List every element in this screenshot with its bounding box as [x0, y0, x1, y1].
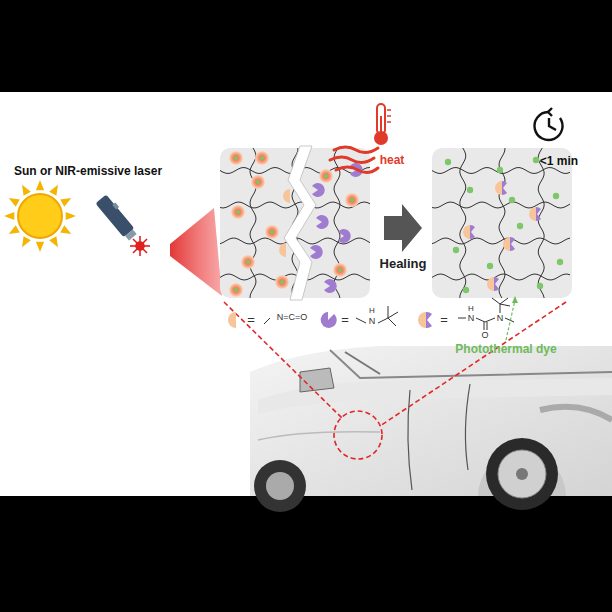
- healing-arrow: [384, 204, 422, 252]
- atom-label: H: [468, 305, 474, 314]
- polymer-chains: [432, 148, 570, 298]
- thermometer-icon: [374, 104, 391, 145]
- bottom-bar: [0, 496, 612, 612]
- sun-icon: [4, 180, 76, 252]
- atom-label: N: [369, 317, 376, 327]
- healed-bonds: [445, 157, 563, 293]
- equals-sign: =: [247, 313, 255, 327]
- top-bar: [0, 0, 612, 92]
- heat-label: heat: [380, 154, 405, 167]
- healed-network-panel: [432, 148, 572, 298]
- source-label: Sun or NIR-emissive laser: [14, 165, 162, 178]
- dye-label: Photothermal dye: [455, 343, 556, 356]
- dye-leader: [506, 296, 518, 340]
- atom-label: O: [481, 331, 488, 341]
- atom-label: H: [369, 307, 375, 316]
- equals-sign: =: [341, 313, 349, 327]
- process-label: Healing: [380, 257, 427, 271]
- atom-label: N: [468, 314, 475, 324]
- laser-pointer: [95, 193, 139, 242]
- time-label: <1 min: [540, 155, 578, 168]
- atom-label: N: [497, 314, 504, 324]
- equals-sign: =: [440, 313, 448, 327]
- car-illustration: [250, 346, 612, 512]
- photothermal-dye-dots: [229, 151, 363, 297]
- laser-beam: [170, 208, 222, 296]
- laser-burst: [130, 236, 150, 256]
- isocyanate-formula: N=C=O: [277, 313, 308, 323]
- crack: [284, 146, 316, 300]
- chem-legend: [228, 298, 514, 330]
- zoom-callout: [224, 302, 566, 459]
- clock-icon: [535, 108, 563, 140]
- heat-waves: [330, 147, 378, 173]
